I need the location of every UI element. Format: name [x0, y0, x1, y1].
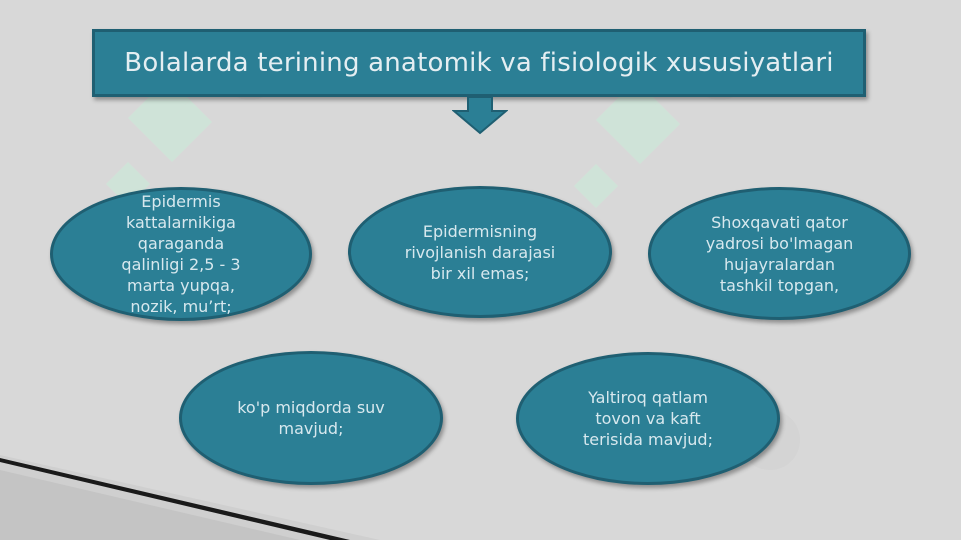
node-stratum-corneum: Shoxqavati qator yadrosi bo'lmagan hujay… [648, 187, 911, 320]
node-water-content: ko'p miqdorda suv mavjud; [179, 351, 443, 485]
node-stratum-lucidum: Yaltiroq qatlam tovon va kaft terisida m… [516, 352, 780, 485]
node-epidermis-thickness: Epidermis kattalarnikiga qaraganda qalin… [50, 187, 312, 321]
title-box: Bolalarda terining anatomik va fisiologi… [92, 29, 866, 97]
page-title: Bolalarda terining anatomik va fisiologi… [124, 48, 834, 78]
node-epidermis-development: Epidermisning rivojlanish darajasi bir x… [348, 186, 612, 318]
node-text: ko'p miqdorda suv mavjud; [237, 398, 385, 438]
node-text: Yaltiroq qatlam tovon va kaft terisida m… [583, 388, 713, 449]
node-text: Shoxqavati qator yadrosi bo'lmagan hujay… [705, 212, 854, 295]
down-arrow-icon [452, 97, 508, 135]
node-text: Epidermis kattalarnikiga qaraganda qalin… [121, 192, 241, 316]
node-text: Epidermisning rivojlanish darajasi bir x… [404, 221, 556, 283]
